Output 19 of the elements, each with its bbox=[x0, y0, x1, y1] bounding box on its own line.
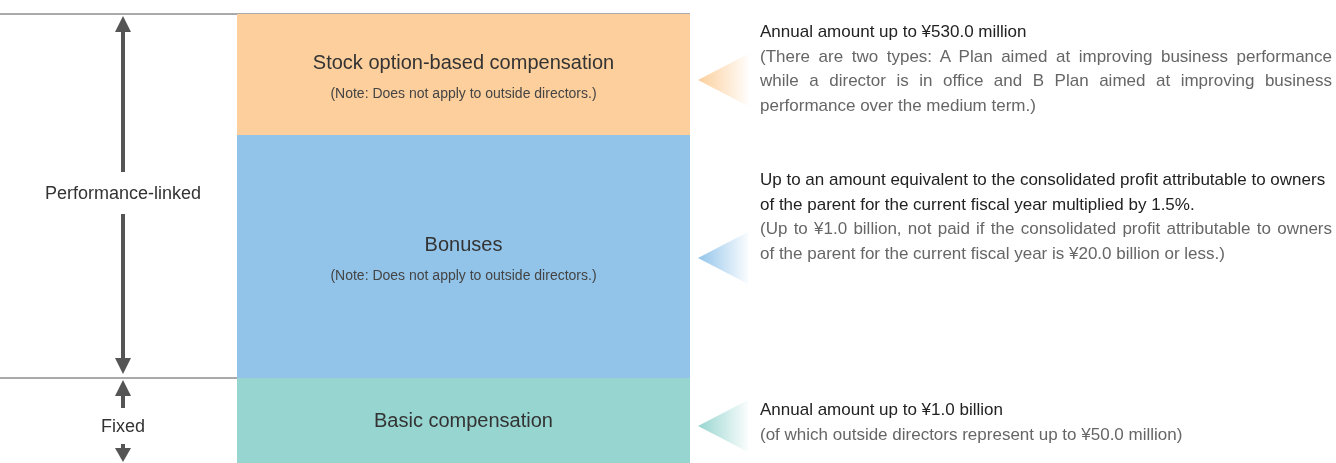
compensation-box bbox=[237, 14, 690, 135]
box-note: (Note: Does not apply to outside directors.) bbox=[330, 85, 597, 101]
category-label: Fixed bbox=[100, 415, 146, 437]
compensation-box bbox=[237, 135, 690, 378]
box-title: Bonuses bbox=[424, 232, 503, 257]
pointer-arrow bbox=[698, 54, 748, 106]
pointer-arrow bbox=[698, 400, 748, 452]
box-title: Basic compensation bbox=[374, 408, 553, 433]
amount-note: (There are two types: A Plan aimed at improving business performance while a director is in office and B Plan aimed at improving business performance over the medium term.) bbox=[760, 45, 1332, 117]
amount-note: (of which outside directors represent up to ¥50.0 million) bbox=[760, 423, 1184, 446]
amount-note: (Up to ¥1.0 billion, not paid if the consolidated profit attributable to owners of the parent for the current fiscal year is ¥20.0 billion or less.) bbox=[760, 218, 1332, 265]
amount-heading: Up to an amount equivalent to the consolidated profit attributable to owners of the parent for the current fiscal year multiplied by 1.5%. bbox=[760, 169, 1327, 216]
pointer-arrow bbox=[698, 232, 748, 284]
amount-heading: Annual amount up to ¥530.0 million bbox=[760, 21, 1028, 43]
amount-heading: Annual amount up to ¥1.0 billion bbox=[760, 399, 1004, 421]
category-label: Performance-linked bbox=[43, 182, 203, 204]
box-note: (Note: Does not apply to outside directors.) bbox=[330, 267, 597, 283]
compensation-box bbox=[237, 378, 690, 463]
box-title: Stock option-based compensation bbox=[312, 50, 615, 75]
